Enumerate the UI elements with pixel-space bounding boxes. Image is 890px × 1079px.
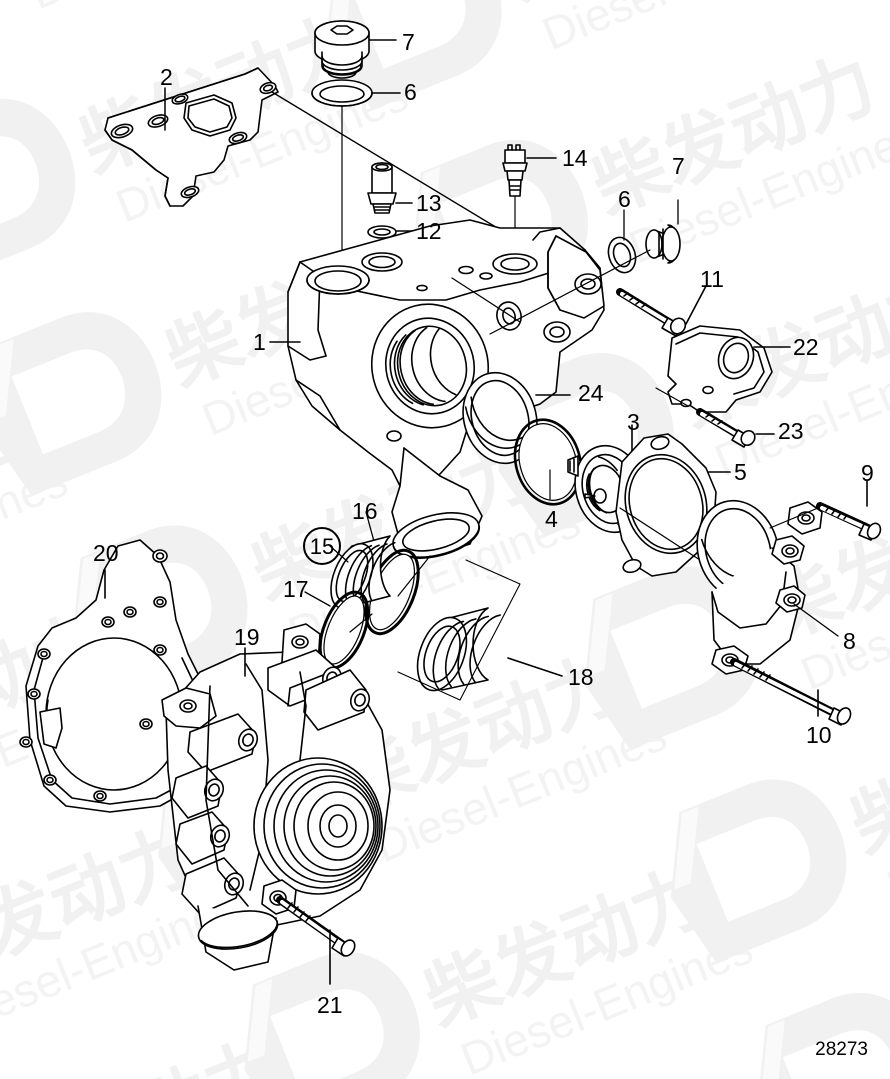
callout-3[interactable]: 3 [627, 409, 640, 435]
callout-22[interactable]: 22 [793, 334, 819, 360]
callout-20[interactable]: 20 [93, 540, 119, 566]
callout-24[interactable]: 24 [578, 380, 604, 406]
callout-23[interactable]: 23 [778, 418, 804, 444]
callout-14[interactable]: 14 [562, 145, 588, 171]
callout-12[interactable]: 12 [416, 218, 442, 244]
callout-5[interactable]: 5 [734, 459, 747, 485]
callout-13[interactable]: 13 [416, 190, 442, 216]
callout-1[interactable]: 1 [253, 329, 266, 355]
callout-6-top[interactable]: 6 [404, 79, 417, 105]
callout-7-top[interactable]: 7 [402, 29, 415, 55]
callout-9[interactable]: 9 [861, 460, 874, 486]
callout-15[interactable]: 15 [303, 527, 341, 565]
callout-7-right[interactable]: 7 [672, 153, 685, 179]
callout-18[interactable]: 18 [568, 664, 594, 690]
callout-16[interactable]: 16 [352, 498, 378, 524]
callout-21[interactable]: 21 [317, 992, 343, 1018]
callout-6-right[interactable]: 6 [618, 186, 631, 212]
callout-2[interactable]: 2 [160, 64, 173, 90]
callout-11[interactable]: 11 [700, 266, 724, 292]
figure-number: 28273 [815, 1039, 868, 1060]
callout-17[interactable]: 17 [283, 576, 309, 602]
callout-8[interactable]: 8 [843, 628, 856, 654]
callout-19[interactable]: 19 [234, 624, 260, 650]
callout-10[interactable]: 10 [806, 722, 832, 748]
callout-4[interactable]: 4 [545, 506, 558, 532]
